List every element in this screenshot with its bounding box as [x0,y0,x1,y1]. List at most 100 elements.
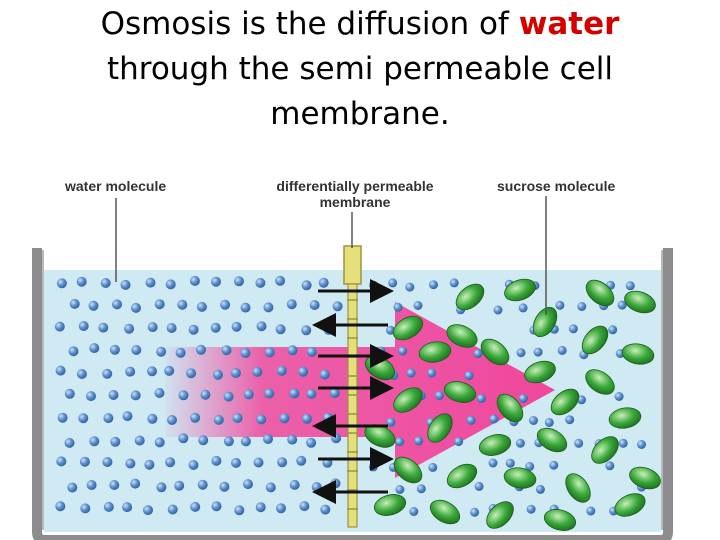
water-molecule [178,433,189,444]
water-molecule [213,414,224,425]
water-molecule [221,345,232,356]
water-molecule [89,343,100,354]
sucrose-molecule [504,278,536,302]
water-molecule [323,412,333,423]
water-molecule [223,436,234,447]
water-molecule [56,278,67,289]
water-molecule [240,436,251,447]
water-molecule [413,301,423,310]
title-line-3: membrane. [270,96,450,132]
water-molecule [211,455,222,466]
water-molecule [476,394,486,403]
water-molecule [76,276,87,287]
water-molecule [196,301,207,312]
water-molecule [100,278,111,288]
water-molecule [55,365,66,376]
sucrose-molecule [427,413,453,443]
water-molecule [167,504,178,515]
water-molecule [526,504,536,514]
water-molecule [264,347,275,358]
water-molecule [190,412,201,423]
water-molecule [78,321,89,331]
water-molecule [279,413,290,424]
water-molecule [147,413,158,424]
water-molecule [69,298,80,309]
water-molecule [320,504,331,515]
water-molecule [549,460,559,470]
water-molecule [86,480,97,490]
water-molecule [331,433,342,444]
water-molecule [243,479,253,490]
water-molecule [211,276,221,287]
water-molecule [409,507,419,516]
sucrose-molecule [446,463,478,489]
water-molecule [198,435,209,446]
water-molecule [186,368,197,379]
water-molecule [529,416,538,425]
water-molecule [102,368,113,379]
sucrose-molecule [503,467,537,489]
water-molecule [301,413,312,424]
water-molecule [255,502,266,513]
water-molecule [405,282,415,292]
water-molecule [516,348,526,358]
net-water-flow-arrow [165,302,555,478]
water-molecule [276,503,286,514]
water-molecule [156,482,167,493]
water-molecule [376,346,386,356]
water-molecule [197,479,208,490]
water-molecule [103,413,114,424]
sucrose-molecule [429,499,461,525]
water-molecule [89,436,100,447]
water-molecule [131,345,142,355]
water-molecule [388,278,398,288]
water-molecule [231,457,241,468]
sucrose-molecule [629,466,661,490]
water-molecule [414,436,424,446]
water-molecule [55,501,66,512]
water-molecule [449,278,459,288]
water-molecule [470,507,480,517]
water-molecule [56,456,67,467]
water-molecule [265,482,276,493]
water-molecule [131,302,141,313]
water-molecule [156,346,167,357]
water-molecule [393,302,403,312]
sucrose-molecule [621,343,655,365]
water-molecule [614,392,624,401]
water-molecule [68,346,79,357]
water-molecule [369,280,378,290]
water-molecule [64,388,75,399]
water-molecule [568,324,578,334]
water-molecule [586,506,596,516]
water-molecule [190,501,201,512]
water-molecule [102,457,113,467]
water-molecule [231,321,242,332]
sucrose-molecule [418,341,452,363]
water-molecule [130,390,141,401]
water-molecule [275,275,286,286]
water-molecule [243,389,254,400]
sucrose-molecule [614,493,646,517]
water-molecule [289,479,300,490]
water-molecule [309,300,320,310]
water-molecule [427,368,437,378]
water-molecule [544,418,554,427]
water-molecule [493,305,503,315]
sucrose-molecule [608,407,642,429]
water-molecule [637,440,646,449]
sucrose-molecule [393,387,423,413]
water-molecule [210,322,221,333]
water-molecule [125,458,136,469]
water-molecule [533,347,543,357]
water-molecule [188,324,199,335]
water-molecule [112,299,122,310]
water-molecule [80,503,91,514]
water-molecule [301,325,312,336]
water-molecule [330,478,341,489]
water-molecule [165,457,176,468]
title-line-2: through the semi permeable cell [106,51,614,87]
water-molecule [332,301,343,312]
title-text-start: Osmosis is the diffusion of [100,6,509,42]
